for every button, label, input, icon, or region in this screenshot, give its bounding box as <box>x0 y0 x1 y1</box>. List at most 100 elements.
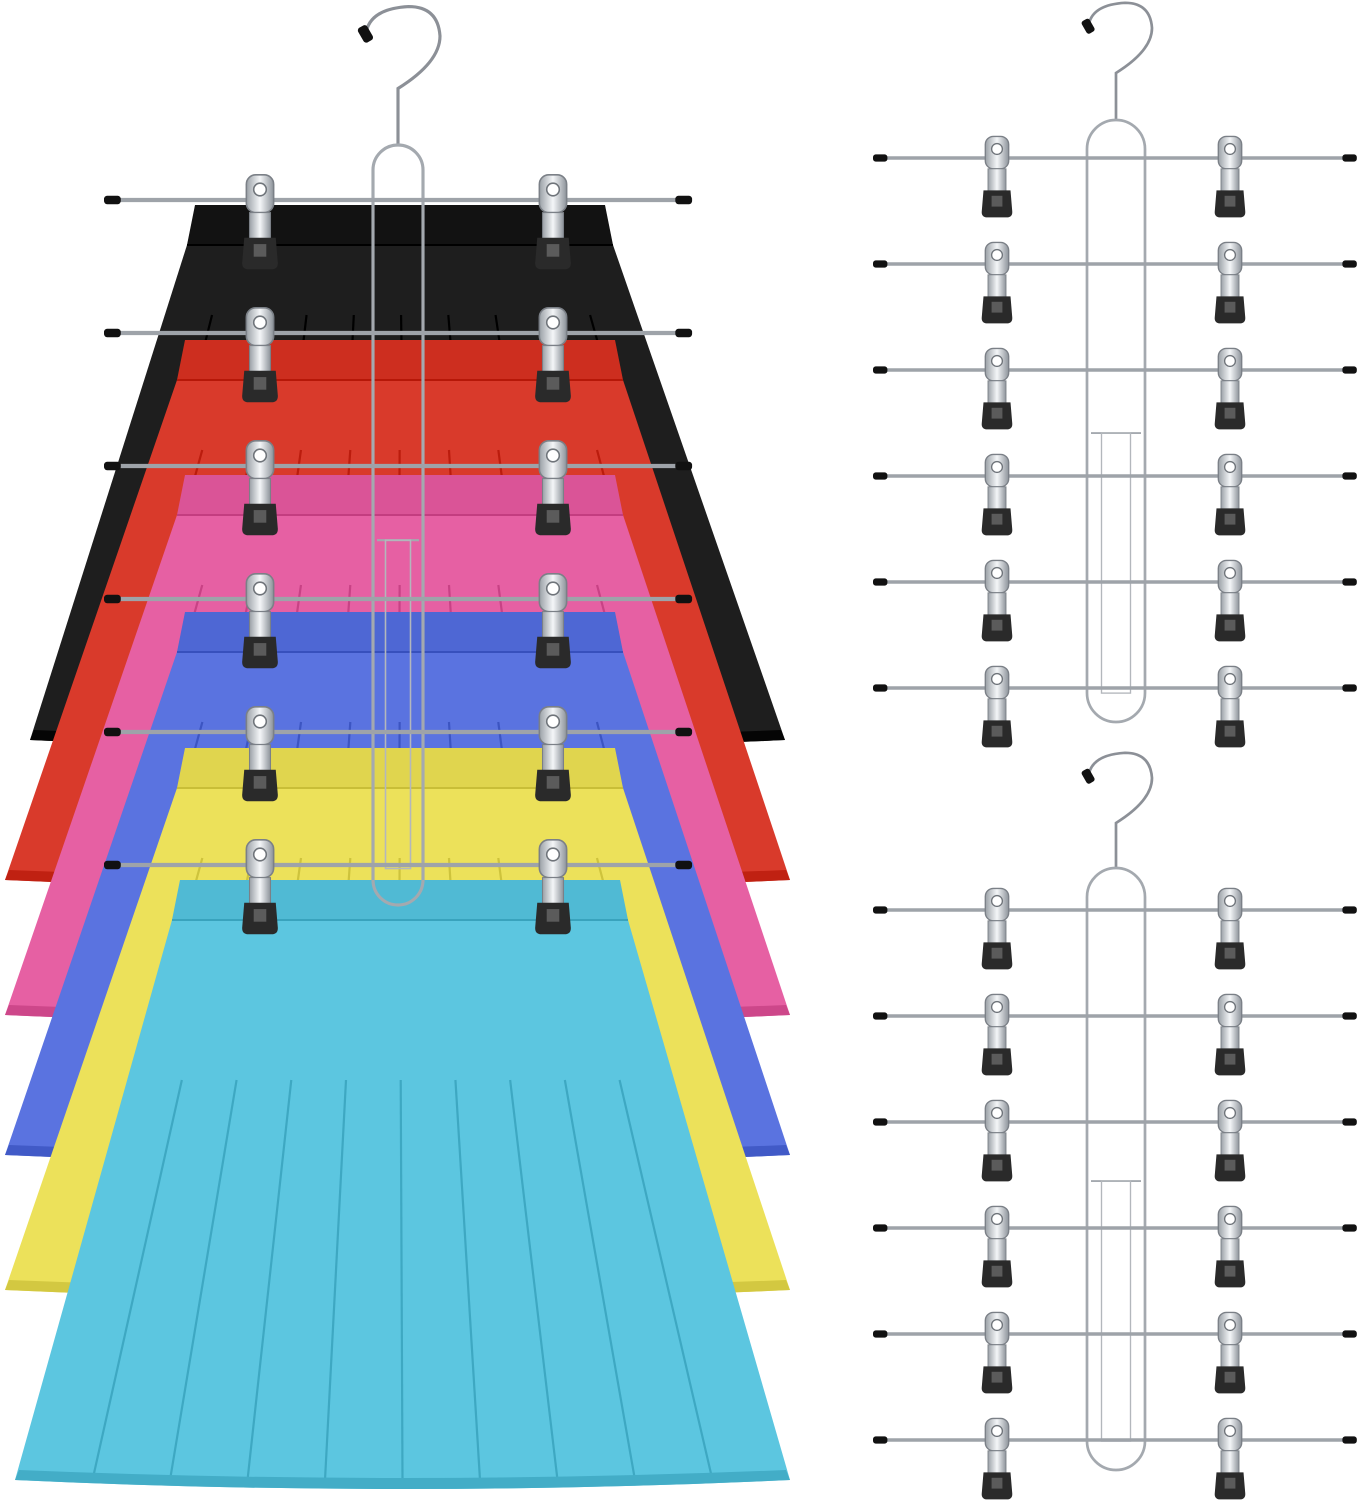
rod-cap <box>873 1118 888 1126</box>
hanger-rod <box>873 1417 1357 1500</box>
skirt-pleat <box>509 1079 559 1481</box>
hanger-frame <box>1085 118 1147 724</box>
rod-cap <box>873 472 888 480</box>
clip-icon <box>1214 1099 1246 1183</box>
rod-cap <box>1342 906 1357 914</box>
rod-cap <box>873 906 888 914</box>
clip-icon <box>1214 135 1246 219</box>
hanger-rod <box>873 665 1357 749</box>
rod-cap <box>1342 260 1357 268</box>
hook-icon <box>364 5 442 145</box>
rod-cap <box>675 195 693 205</box>
rod-cap <box>1342 684 1357 692</box>
hanger-rod <box>873 559 1357 643</box>
rod-cap <box>873 684 888 692</box>
clip-icon <box>981 135 1013 219</box>
clip-icon <box>1214 1311 1246 1395</box>
clip-icon <box>1214 241 1246 325</box>
skirt-waistband <box>177 340 623 380</box>
rod-cap <box>104 461 121 471</box>
clip-icon <box>1214 993 1246 1077</box>
skirt-pleat <box>246 1079 293 1481</box>
hanger-rod <box>873 241 1357 325</box>
hanger-rod <box>104 573 693 670</box>
clip-icon <box>981 887 1013 971</box>
clip-icon <box>981 241 1013 325</box>
hanger-rod <box>104 839 693 936</box>
rod-cap <box>104 727 121 737</box>
hanger-group <box>104 1 1357 1500</box>
rod-cap <box>873 578 888 586</box>
skirt-pleat <box>618 1079 714 1481</box>
skirt-waistband <box>187 205 613 245</box>
hanger-empty-top <box>873 1 1357 749</box>
rod-cap <box>873 154 888 162</box>
rod-cap <box>873 1436 888 1444</box>
clip-icon <box>1214 665 1246 749</box>
clip-icon <box>1214 347 1246 431</box>
rod-cap <box>873 366 888 374</box>
clip-icon <box>1214 453 1246 537</box>
rod-cap <box>675 328 693 338</box>
hanger-rod <box>873 1205 1357 1289</box>
hanger-rod <box>873 1099 1357 1183</box>
rod-cap <box>1342 1224 1357 1232</box>
skirt-waistband <box>177 612 623 652</box>
rod-cap <box>675 727 693 737</box>
rod-cap <box>1342 1436 1357 1444</box>
skirt-pleat <box>168 1079 238 1481</box>
rod-cap <box>873 1330 888 1338</box>
hanger-in-use <box>104 5 693 936</box>
skirt-waistband <box>177 475 623 515</box>
hanger-rod <box>873 347 1357 431</box>
clip-icon <box>1214 887 1246 971</box>
rod-cap <box>873 260 888 268</box>
clip-icon <box>1214 559 1246 643</box>
hanger-frame <box>371 143 425 907</box>
rod-cap <box>675 594 693 604</box>
skirt-body <box>15 920 790 1489</box>
hook-icon <box>1087 751 1154 868</box>
clip-icon <box>981 1311 1013 1395</box>
hanger-rod <box>104 174 693 271</box>
clip-icon <box>981 993 1013 1077</box>
hanger-rod <box>873 1311 1357 1395</box>
clip-icon <box>1214 1205 1246 1289</box>
rod-cap <box>873 1224 888 1232</box>
hanger-rod <box>104 706 693 803</box>
rod-cap <box>1342 1118 1357 1126</box>
hanger-rod <box>873 135 1357 219</box>
hanger-rod <box>104 307 693 404</box>
skirt-pleat <box>563 1079 637 1481</box>
hanger-rod <box>873 887 1357 971</box>
rod-cap <box>675 860 693 870</box>
skirt-stack <box>5 205 790 1489</box>
rod-cap <box>1342 1012 1357 1020</box>
clip-icon <box>981 559 1013 643</box>
rod-cap <box>1342 154 1357 162</box>
hanger-rod <box>873 453 1357 537</box>
clip-icon <box>981 1417 1013 1500</box>
skirt-lightblue <box>15 880 790 1489</box>
hanger-rod <box>104 440 693 537</box>
clip-icon <box>981 665 1013 749</box>
hanger-rod <box>873 993 1357 1077</box>
clip-icon <box>981 1099 1013 1183</box>
rod-cap <box>675 461 693 471</box>
rod-cap <box>104 594 121 604</box>
skirt-waistband <box>177 748 623 788</box>
rod-cap <box>873 1012 888 1020</box>
rod-cap <box>1342 1330 1357 1338</box>
skirt-pleat <box>399 1079 404 1481</box>
rod-cap <box>104 195 121 205</box>
skirt-pleat <box>454 1079 482 1481</box>
rod-cap <box>104 860 121 870</box>
skirt-pleat <box>91 1079 183 1481</box>
hanger-empty-bottom <box>873 751 1357 1500</box>
clip-icon <box>981 347 1013 431</box>
hanger-frame <box>1085 866 1147 1472</box>
rod-cap <box>1342 578 1357 586</box>
rod-cap <box>1342 472 1357 480</box>
skirt-waistband <box>172 880 628 920</box>
